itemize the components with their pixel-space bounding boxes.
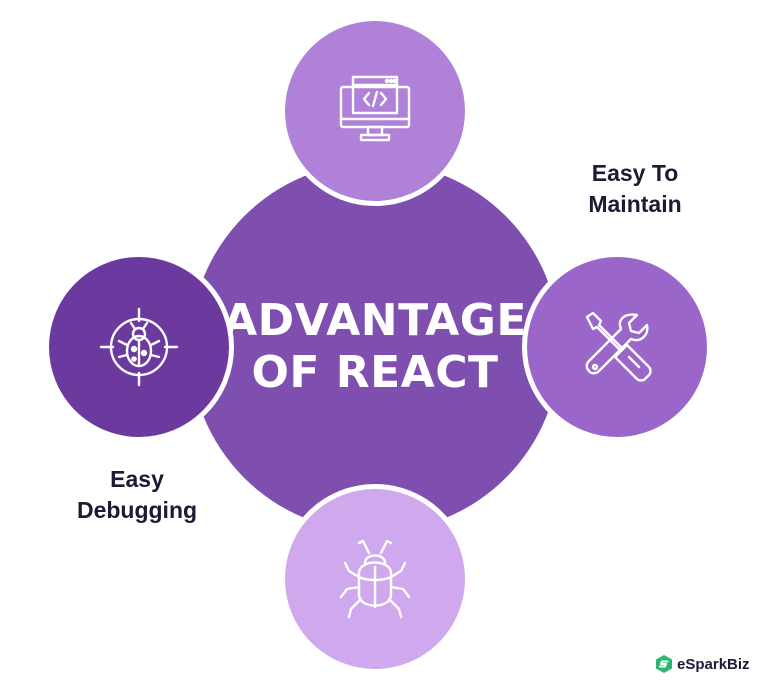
esparkbiz-logo: eSparkBiz <box>654 654 750 674</box>
center-title-line-2: OF REACT <box>251 347 499 398</box>
esparkbiz-logo-icon <box>656 655 672 673</box>
label-line: Maintain <box>588 191 682 217</box>
label-line: Debugging <box>76 497 198 523</box>
right-circle <box>522 252 712 442</box>
logo-text: eSparkBiz <box>677 655 750 673</box>
center-circle: ADVANTAGE OF REACT <box>190 162 560 532</box>
beetle-icon <box>339 539 411 619</box>
label-line: Easy To <box>591 160 679 186</box>
label-line: Easy <box>110 466 164 492</box>
tools-icon <box>585 311 652 382</box>
bottom-circle <box>280 484 470 674</box>
bug-target-icon <box>99 307 179 387</box>
code-monitor-icon <box>339 75 411 142</box>
label-easy-debugging: Easy Debugging <box>52 464 222 526</box>
center-title-line-1: ADVANTAGE <box>223 295 527 346</box>
label-easy-to-maintain: Easy To Maintain <box>560 158 710 220</box>
top-circle <box>280 16 470 206</box>
left-circle <box>44 252 234 442</box>
